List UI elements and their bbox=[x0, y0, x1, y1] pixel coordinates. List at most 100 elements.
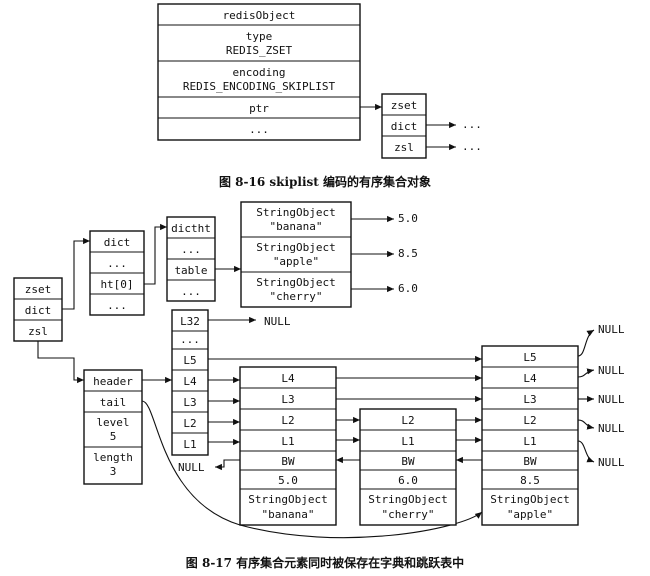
zset-zsl: zsl bbox=[28, 325, 48, 338]
ht0-dictht-arrow bbox=[144, 223, 167, 285]
dictht-table: table bbox=[174, 264, 207, 277]
dictht-row-3: ... bbox=[181, 285, 201, 298]
entries-frame bbox=[240, 201, 352, 308]
header-level: L2 bbox=[183, 417, 196, 430]
l4-null-arrow bbox=[577, 368, 595, 378]
node-obj-name: StringObject bbox=[368, 493, 447, 506]
null-label: NULL bbox=[598, 323, 625, 336]
dictht-title: dictht bbox=[171, 222, 211, 235]
skiplist-node-banana: L4 L3 L2 L1 BW 5.0 StringObject "banana" bbox=[239, 366, 337, 526]
entry-score: 8.5 bbox=[398, 247, 418, 260]
zset-box-fig17: zset dict zsl bbox=[13, 277, 63, 342]
node-obj-name: StringObject bbox=[490, 493, 569, 506]
node-level: L1 bbox=[523, 435, 536, 448]
dict-row-3: ... bbox=[107, 299, 127, 312]
zset-box-fig16: zset dict zsl bbox=[381, 93, 427, 159]
node-level: L1 bbox=[281, 435, 294, 448]
ptr-field: ptr bbox=[249, 102, 269, 115]
dictht-row-1: ... bbox=[181, 243, 201, 256]
zskiplist-frame bbox=[83, 369, 143, 485]
bw-null-arrow bbox=[215, 459, 240, 471]
l2-null-arrow bbox=[577, 419, 595, 430]
null-label: NULL bbox=[598, 364, 625, 377]
header-level: L32 bbox=[180, 315, 200, 328]
node-score: 5.0 bbox=[278, 474, 298, 487]
node-backward: BW bbox=[401, 455, 415, 468]
node-score: 8.5 bbox=[520, 474, 540, 487]
entry-key: "apple" bbox=[273, 255, 319, 268]
node-level: L3 bbox=[523, 393, 536, 406]
entry-name: StringObject bbox=[256, 241, 335, 254]
zskiplist-box: header tail level 5 length 3 bbox=[83, 369, 143, 485]
caption-fig17: 图 8-17 有序集合元素同时被保存在字典和跳跃表中 bbox=[186, 555, 464, 570]
redis-object-title: redisObject bbox=[223, 9, 296, 22]
zskiplist-level-label: level bbox=[96, 416, 129, 429]
null-label: NULL bbox=[178, 461, 205, 474]
l1-null-arrow bbox=[577, 440, 595, 463]
node-obj-value: "apple" bbox=[507, 508, 553, 521]
entry-name: StringObject bbox=[256, 276, 335, 289]
node-obj-value: "banana" bbox=[262, 508, 315, 521]
zset-zsl: zsl bbox=[394, 141, 414, 154]
dictht-box: dictht ... table ... bbox=[166, 216, 216, 302]
zset-dict: dict bbox=[391, 120, 418, 133]
node-frame bbox=[359, 408, 457, 526]
zset-title: zset bbox=[391, 99, 418, 112]
zset-frame bbox=[381, 93, 427, 159]
zskiplist-length-label: length bbox=[93, 451, 133, 464]
null-label: NULL bbox=[598, 422, 625, 435]
zskiplist-tail: tail bbox=[100, 396, 127, 409]
type-label: type bbox=[246, 30, 273, 43]
zsl-zskiplist-arrow bbox=[37, 341, 84, 384]
node-level: L5 bbox=[523, 351, 536, 364]
entry-name: StringObject bbox=[256, 206, 335, 219]
entry-key: "cherry" bbox=[270, 290, 323, 303]
more-fields: ... bbox=[249, 123, 269, 136]
header-level: L5 bbox=[183, 354, 196, 367]
dict-entries: StringObject "banana" StringObject "appl… bbox=[240, 201, 418, 308]
dict-ellipsis: ... bbox=[462, 118, 482, 131]
null-label: NULL bbox=[264, 315, 291, 328]
node-backward: BW bbox=[523, 455, 537, 468]
encoding-label: encoding bbox=[233, 66, 286, 79]
zskiplist-length-value: 3 bbox=[110, 465, 117, 478]
encoding-value: REDIS_ENCODING_SKIPLIST bbox=[183, 80, 336, 93]
node-level: L1 bbox=[401, 435, 414, 448]
node-level: L4 bbox=[281, 372, 295, 385]
redis-object-frame bbox=[157, 3, 361, 141]
l5-null-arrow bbox=[577, 329, 595, 357]
zset-dict: dict bbox=[25, 304, 52, 317]
zset-dict-arrow bbox=[62, 237, 90, 310]
dict-box: dict ... ht[0] ... bbox=[89, 230, 145, 316]
node-score: 6.0 bbox=[398, 474, 418, 487]
node-level: L2 bbox=[281, 414, 294, 427]
dict-title: dict bbox=[104, 236, 131, 249]
skiplist-node-apple: L5 L4 L3 L2 L1 BW 8.5 StringObject "appl… bbox=[481, 345, 579, 526]
node-obj-value: "cherry" bbox=[382, 508, 435, 521]
header-level: L1 bbox=[183, 438, 196, 451]
zset-title: zset bbox=[25, 283, 52, 296]
header-node: L32 ... L5 L4 L3 L2 L1 bbox=[171, 309, 209, 456]
node-frame bbox=[239, 366, 337, 526]
header-level: L4 bbox=[183, 375, 197, 388]
zskiplist-level-value: 5 bbox=[110, 430, 117, 443]
skiplist-node-cherry: L2 L1 BW 6.0 StringObject "cherry" bbox=[359, 408, 457, 526]
caption-fig16: 图 8-16 skiplist 编码的有序集合对象 bbox=[219, 174, 431, 189]
header-level: ... bbox=[180, 333, 200, 346]
dict-row-1: ... bbox=[107, 257, 127, 270]
null-label: NULL bbox=[598, 456, 625, 469]
entry-key: "banana" bbox=[270, 220, 323, 233]
null-label: NULL bbox=[598, 393, 625, 406]
entry-score: 5.0 bbox=[398, 212, 418, 225]
node-obj-name: StringObject bbox=[248, 493, 327, 506]
node-level: L4 bbox=[523, 372, 537, 385]
node-level: L3 bbox=[281, 393, 294, 406]
type-value: REDIS_ZSET bbox=[226, 44, 293, 57]
node-frame bbox=[481, 345, 579, 526]
entry-score: 6.0 bbox=[398, 282, 418, 295]
header-level: L3 bbox=[183, 396, 196, 409]
zsl-ellipsis: ... bbox=[462, 140, 482, 153]
zskiplist-header: header bbox=[93, 375, 133, 388]
